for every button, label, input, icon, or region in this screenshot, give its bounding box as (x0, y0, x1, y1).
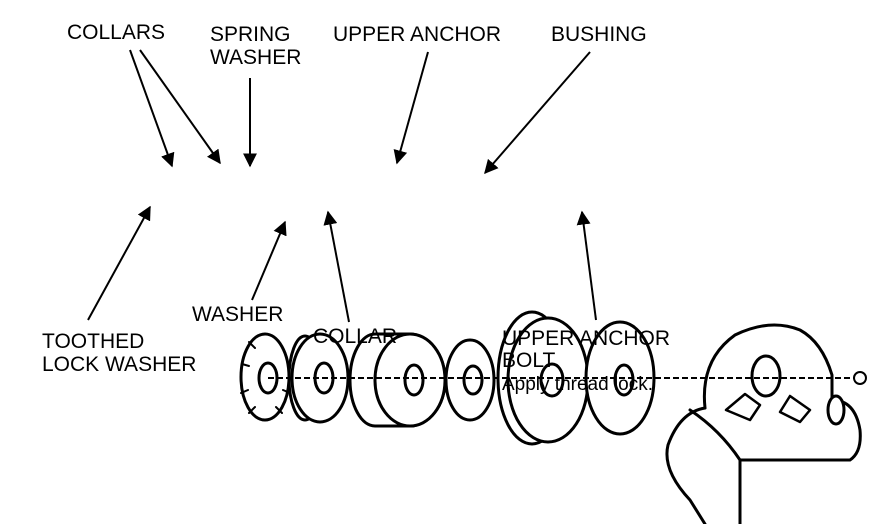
collars-arrow-1 (129, 49, 175, 168)
label-toothed-line1: TOOTHED (42, 330, 145, 353)
bolt-head (853, 371, 867, 385)
washer-arrow (251, 220, 287, 301)
label-washer: WASHER (192, 303, 284, 326)
spring-washer-part (287, 332, 350, 424)
upper-anchor-bolt-arrow (576, 210, 597, 321)
collar-arrow (323, 210, 350, 323)
label-spring-washer-line1: SPRING (210, 23, 291, 46)
label-upper-anchor-bolt-line2: BOLT (502, 349, 556, 372)
label-thread-lock-note: Apply thread lock. (502, 374, 654, 395)
upper-anchor-bracket (665, 323, 862, 524)
bushing-arrow (484, 51, 591, 175)
collars-arrow-2 (139, 49, 221, 165)
label-spring-washer-line2: WASHER (210, 46, 302, 69)
label-bushing: BUSHING (551, 23, 647, 46)
upper-anchor-arrow (393, 51, 429, 165)
label-upper-anchor: UPPER ANCHOR (333, 23, 502, 46)
label-collar: COLLAR (313, 325, 398, 348)
label-toothed-line2: LOCK WASHER (42, 353, 197, 376)
label-collars: COLLARS (67, 21, 166, 44)
label-upper-anchor-bolt-line1: UPPER ANCHOR (502, 327, 671, 350)
toothed-lock-washer-arrow (87, 205, 151, 321)
washer-part (444, 338, 496, 422)
